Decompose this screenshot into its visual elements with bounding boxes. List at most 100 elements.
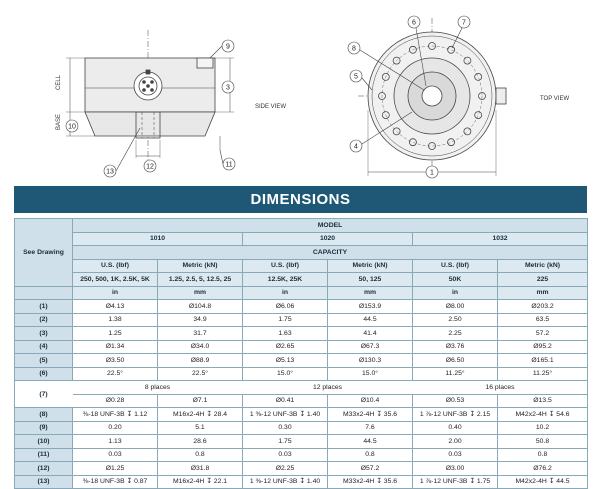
table-cell: 0.03 — [412, 447, 498, 462]
dimensions-title: DIMENSIONS — [14, 186, 587, 213]
table-cell: 34.9 — [157, 312, 243, 327]
length-unit: mm — [327, 285, 413, 300]
callout-11: 11 — [225, 162, 232, 169]
table-cell: Ø6.50 — [412, 353, 498, 368]
model-header: MODEL — [71, 218, 589, 233]
unit-header: Metric (kN) — [327, 258, 413, 273]
unit-header: U.S. (lbf) — [72, 258, 158, 273]
table-cell: 0.40 — [412, 420, 498, 435]
table-cell: 0.30 — [242, 420, 328, 435]
table-cell: 1 ⅞-12 UNF-3B ↧ 1.75 — [412, 474, 498, 489]
callout-1: 1 — [430, 170, 434, 177]
row-label: (8) — [14, 407, 73, 422]
length-unit: mm — [157, 285, 243, 300]
table-cell: 11.25° — [496, 366, 589, 381]
table-cell: 1 ⅜-12 UNF-3B ↧ 1.40 — [242, 407, 328, 422]
length-unit: in — [242, 285, 328, 300]
table-cell: 41.4 — [327, 326, 413, 341]
table-cell: 2.00 — [412, 434, 498, 449]
capacity-value: 50K — [412, 272, 498, 287]
table-cell: 15.0° — [242, 366, 328, 381]
dimensions-table: See Drawing MODEL 1010 1020 1032 CAPACIT… — [14, 218, 589, 489]
model-1032: 1032 — [411, 231, 589, 246]
row-label: (11) — [14, 447, 73, 462]
table-cell: 0.20 — [72, 420, 158, 435]
callout-10: 10 — [68, 124, 76, 131]
table-cell: 1.63 — [242, 326, 328, 341]
table-cell: 1.38 — [72, 312, 158, 327]
table-cell: 0.03 — [242, 447, 328, 462]
table-cell: M42x2-4H ↧ 54.6 — [496, 407, 589, 422]
table-cell: Ø0.28 — [72, 393, 158, 408]
table-cell: 0.8 — [496, 447, 589, 462]
table-cell: Ø165.1 — [496, 353, 589, 368]
table-cell: Ø8.00 — [412, 299, 498, 314]
table-cell: 22.5° — [72, 366, 158, 381]
table-cell: 31.7 — [157, 326, 243, 341]
table-cell: Ø203.2 — [496, 299, 589, 314]
row-label: (10) — [14, 434, 73, 449]
places-note: 8 places — [72, 380, 243, 395]
row-label: (1) — [14, 299, 73, 314]
table-cell: 1 ⅜-12 UNF-3B ↧ 1.40 — [242, 474, 328, 489]
places-note: 12 places — [242, 380, 413, 395]
callout-7: 7 — [462, 20, 466, 27]
table-cell: 44.5 — [327, 312, 413, 327]
row-label: (13) — [14, 474, 73, 489]
row-label: (12) — [14, 461, 73, 476]
capacity-value: 50, 125 — [327, 272, 413, 287]
table-cell: Ø0.41 — [242, 393, 328, 408]
table-cell: 57.2 — [496, 326, 589, 341]
unit-header: U.S. (lbf) — [412, 258, 498, 273]
table-cell: 28.6 — [157, 434, 243, 449]
callout-12: 12 — [146, 164, 154, 171]
row-label: (6) — [14, 366, 73, 381]
callout-8: 8 — [352, 46, 356, 53]
table-cell: 0.8 — [327, 447, 413, 462]
unit-header: U.S. (lbf) — [242, 258, 328, 273]
cell-label: CELL — [56, 74, 62, 90]
table-cell: Ø2.25 — [242, 461, 328, 476]
table-cell: M16x2-4H ↧ 22.1 — [157, 474, 243, 489]
side-view-label: SIDE VIEW — [255, 104, 286, 110]
table-cell: 7.6 — [327, 420, 413, 435]
length-unit: in — [412, 285, 498, 300]
capacity-value: 250, 500, 1K, 2.5K, 5K — [72, 272, 158, 287]
table-cell: M33x2-4H ↧ 35.6 — [327, 474, 413, 489]
unit-header: Metric (kN) — [496, 258, 589, 273]
callout-6: 6 — [412, 20, 416, 27]
table-cell: Ø95.2 — [496, 339, 589, 354]
callout-3: 3 — [226, 85, 230, 92]
table-cell: Ø153.9 — [327, 299, 413, 314]
see-drawing-header: See Drawing — [14, 218, 73, 287]
table-cell: Ø3.00 — [412, 461, 498, 476]
table-cell: 63.5 — [496, 312, 589, 327]
table-cell: 22.5° — [157, 366, 243, 381]
table-cell: 11.25° — [412, 366, 498, 381]
length-unit: in — [72, 285, 158, 300]
table-cell: Ø10.4 — [327, 393, 413, 408]
table-cell: 1.25 — [72, 326, 158, 341]
capacity-header: CAPACITY — [71, 245, 589, 260]
row-label: (7) — [14, 380, 73, 408]
callout-13: 13 — [106, 169, 114, 176]
row-label: (5) — [14, 353, 73, 368]
table-cell: Ø34.0 — [157, 339, 243, 354]
table-cell: Ø7.1 — [157, 393, 243, 408]
model-1020: 1020 — [242, 231, 413, 246]
engineering-drawings: CELL BASE SIDE VIEW 9 3 10 11 12 13 — [56, 15, 569, 179]
top-view-label: TOP VIEW — [540, 96, 569, 102]
table-cell: Ø67.3 — [327, 339, 413, 354]
table-cell: Ø3.50 — [72, 353, 158, 368]
unit-header: Metric (kN) — [157, 258, 243, 273]
table-row: (6)22.5°22.5°15.0°15.0°11.25°11.25° — [14, 366, 589, 381]
table-cell: Ø4.13 — [72, 299, 158, 314]
